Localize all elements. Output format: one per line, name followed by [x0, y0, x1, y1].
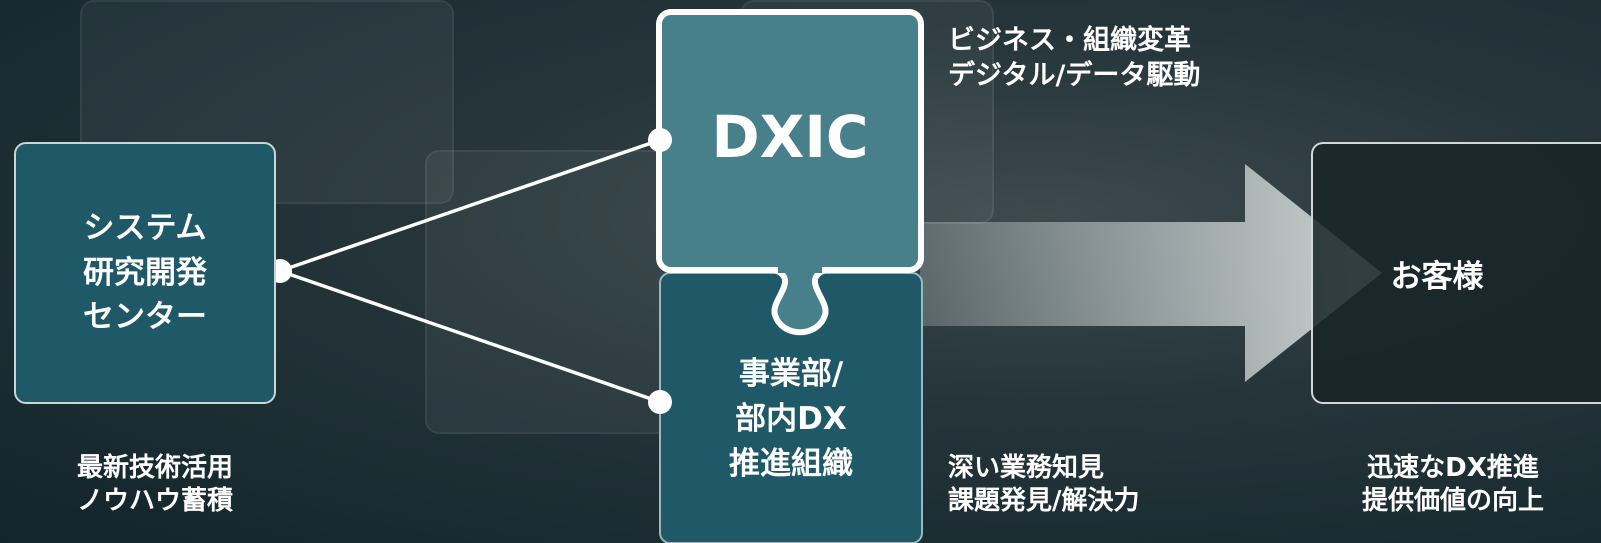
- left-box-line-1: システム: [83, 209, 207, 246]
- left-caption-line-1: 最新技術活用: [76, 453, 233, 483]
- left-caption: 最新技術活用 ノウハウ蓄積: [30, 452, 280, 519]
- customer-caption: 迅速なDX推進 提供価値の向上: [1318, 452, 1588, 519]
- left-box-line-2: 研究開発: [83, 254, 207, 291]
- customer-box: お客様: [1311, 142, 1601, 404]
- left-caption-line-2: ノウハウ蓄積: [76, 486, 233, 517]
- dxic-caption: ビジネス・組織変革 デジタル/データ駆動: [948, 24, 1200, 93]
- division-caption-line-2: 課題発見/解決力: [948, 486, 1140, 517]
- dxic-caption-line-2: デジタル/データ駆動: [948, 59, 1201, 91]
- division-caption: 深い業務知見 課題発見/解決力: [948, 452, 1140, 519]
- connector-node-dxic: [648, 128, 672, 152]
- division-line-3: 推進組織: [729, 445, 853, 482]
- flow-arrow: [920, 164, 1382, 382]
- division-text: 事業部/ 部内DX 推進組織: [660, 352, 922, 487]
- connector-node-division: [648, 390, 672, 414]
- division-caption-line-1: 深い業務知見: [948, 453, 1105, 483]
- customer-label: お客様: [1390, 258, 1484, 295]
- dxic-title: DXIC: [711, 103, 869, 171]
- connector-line-top: [279, 138, 661, 273]
- dxic-caption-line-1: ビジネス・組織変革: [948, 25, 1191, 56]
- division-line-1: 事業部/: [738, 356, 844, 392]
- puzzle-knob: [771, 267, 829, 336]
- connector-line-bottom: [279, 269, 661, 404]
- customer-caption-line-2: 提供価値の向上: [1361, 486, 1544, 517]
- system-rd-center-box: システム 研究開発 センター: [14, 142, 276, 404]
- customer-caption-line-1: 迅速なDX推進: [1367, 453, 1539, 483]
- left-box-line-3: センター: [83, 299, 207, 336]
- division-line-2: 部内DX: [735, 400, 847, 437]
